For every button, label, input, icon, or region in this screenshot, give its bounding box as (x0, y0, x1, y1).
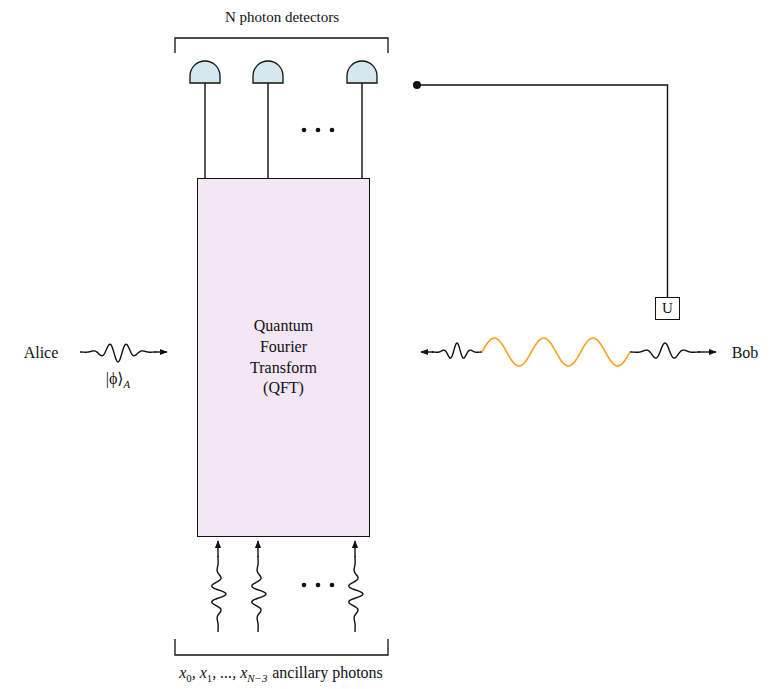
photon-wave (630, 343, 700, 358)
subscript: 1 (207, 672, 212, 684)
alice-label: Alice (24, 344, 59, 362)
photon-arrow (217, 541, 218, 557)
photon-arrow (698, 351, 716, 352)
detector-wire (267, 82, 268, 178)
detectors-label: N photon detectors (225, 9, 339, 26)
label-text: |ϕ⟩ (106, 369, 124, 388)
photon-detector (253, 61, 283, 83)
classical-channel (417, 85, 668, 297)
ellipsis-dot (316, 128, 321, 133)
subscript: A (124, 377, 131, 389)
photon-detector (347, 61, 377, 83)
ellipsis-dot (330, 583, 335, 588)
top-bracket (175, 38, 388, 53)
photon-wave (80, 344, 156, 362)
bob-label: Bob (732, 344, 759, 362)
label-text: Alice (24, 344, 59, 362)
detector-wire (361, 82, 362, 178)
box-text: Quantum Fourier Transform (QFT) (238, 316, 330, 399)
label-text: , x (192, 664, 207, 682)
ellipsis-dot (316, 583, 321, 588)
photon-arrow (421, 351, 434, 352)
subscript: N−3 (247, 672, 267, 684)
unitary-box: U (655, 297, 680, 320)
photon-arrow (354, 541, 355, 557)
ancilla-photon-wave (349, 556, 363, 632)
state-label: |ϕ⟩A (106, 369, 131, 388)
bottom-bracket (175, 639, 388, 655)
ancilla-label: x0, x1, ..., xN−3 ancillary photons (179, 664, 383, 682)
label-text: ancillary photons (272, 664, 383, 682)
box-text: U (662, 301, 673, 316)
label-text: x (179, 664, 186, 682)
ancilla-photon-wave (212, 556, 226, 632)
label-text: , ..., x (212, 664, 247, 682)
ellipsis-dot (302, 583, 307, 588)
photon-wave (432, 343, 482, 358)
ellipsis-dot (302, 128, 307, 133)
photon-detector (190, 61, 220, 83)
label-text: N photon detectors (225, 9, 339, 26)
ancilla-photon-wave (252, 556, 266, 632)
detector-wire (204, 82, 205, 178)
photon-arrow (257, 541, 258, 557)
qft-box: Quantum Fourier Transform (QFT) (197, 178, 370, 537)
photon-arrow (155, 351, 167, 352)
label-text: Bob (732, 344, 759, 362)
channel-dot (413, 81, 421, 89)
ellipsis-dot (330, 128, 335, 133)
entangled-wave (482, 338, 630, 366)
subscript: 0 (186, 672, 191, 684)
